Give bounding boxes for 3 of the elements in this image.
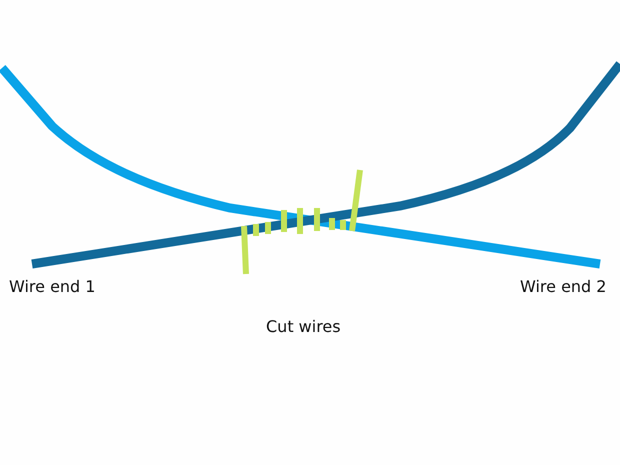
wire-end-label: Wire end 1 — [9, 277, 96, 296]
wire-end-label: Wire end 2 — [520, 277, 606, 296]
cut-wires-label: Cut wires — [266, 317, 341, 336]
